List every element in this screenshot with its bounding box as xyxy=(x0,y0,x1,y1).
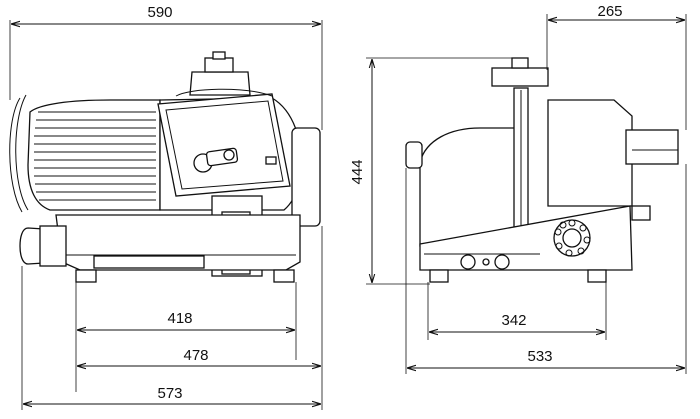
side-button-off xyxy=(494,254,510,270)
front-sharpener xyxy=(189,71,251,96)
side-knob xyxy=(405,141,423,169)
dim-label-444: 444 xyxy=(349,159,366,184)
front-cover-plate xyxy=(157,93,291,197)
side-view xyxy=(405,57,679,283)
side-button-on xyxy=(460,254,476,270)
side-sharpener xyxy=(491,67,549,87)
side-foot-left xyxy=(429,269,449,283)
side-gear-teeth xyxy=(554,219,591,257)
dim-label-418: 418 xyxy=(167,310,192,327)
dimension-lines xyxy=(9,14,687,410)
dim-label-573: 573 xyxy=(157,385,182,402)
dim-label-590: 590 xyxy=(147,4,172,21)
dim-label-478: 478 xyxy=(183,347,208,364)
front-motor-housing xyxy=(27,99,161,211)
front-cooling-fins xyxy=(34,111,156,201)
side-foot-right xyxy=(587,269,607,283)
dim-label-265: 265 xyxy=(597,3,622,20)
dim-label-533: 533 xyxy=(527,348,552,365)
front-side-bracket xyxy=(291,127,321,227)
side-motor-hood xyxy=(419,127,517,247)
front-foot-left xyxy=(75,269,97,283)
front-view xyxy=(9,51,321,283)
side-food-tray xyxy=(625,129,679,165)
front-foot-right xyxy=(273,269,295,283)
dim-label-342: 342 xyxy=(501,312,526,329)
side-carriage xyxy=(547,99,633,207)
front-rear-guard xyxy=(9,94,29,213)
side-button-indicator xyxy=(482,258,490,266)
